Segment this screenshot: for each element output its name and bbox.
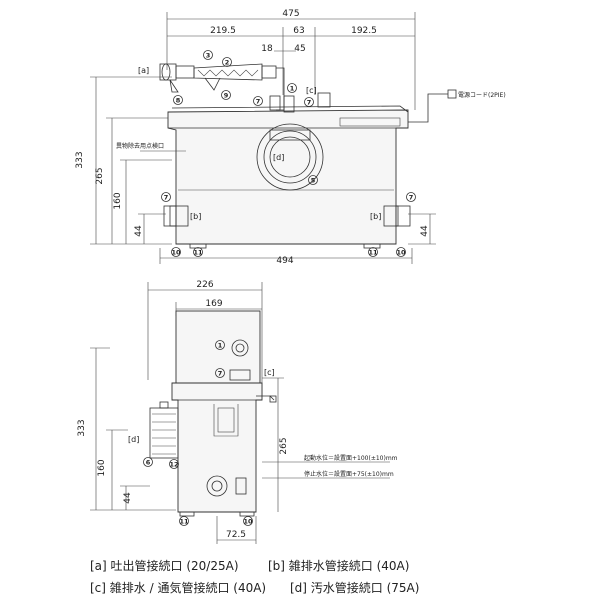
start-water-level: 起動水位＝設置面+100(±10)mm	[304, 454, 398, 462]
marker-7-left: 7	[164, 194, 169, 202]
legend-c: [c] 雑排水 / 通気管接続口 (40A)	[90, 580, 266, 595]
dim-45: 45	[294, 44, 305, 54]
bellows-d	[149, 407, 179, 459]
inlet-d-outer	[256, 123, 324, 191]
side-dim-265: 265	[279, 437, 289, 454]
dim-219-5: 219.5	[210, 26, 236, 36]
legend-a: [a] 吐出管接続口 (20/25A)	[90, 558, 239, 573]
dim-44-right: 44	[420, 225, 430, 237]
label-d: [d]	[273, 153, 284, 162]
side-dim-333: 333	[77, 419, 87, 436]
dim-63: 63	[293, 26, 304, 36]
legend-b: [b] 雑排水管接続口 (40A)	[268, 558, 409, 573]
dim-192-5: 192.5	[351, 26, 377, 36]
dim-160: 160	[113, 192, 123, 209]
side-marker-11: 11	[179, 518, 189, 526]
marker-2: 2	[225, 59, 230, 67]
dim-18: 18	[261, 44, 273, 54]
marker-11-right: 11	[368, 249, 378, 257]
inspection-port-label: 異物除去用点検口	[116, 142, 164, 150]
side-marker-1: 1	[218, 342, 223, 350]
marker-7-b: 7	[307, 99, 312, 107]
dim-494: 494	[276, 256, 293, 266]
side-dim-160: 160	[97, 459, 107, 476]
stop-water-level: 停止水位＝設置面+75(±10)mm	[304, 470, 394, 478]
label-a: [a]	[138, 66, 149, 75]
discharge-hose	[193, 63, 263, 81]
marker-10-right: 10	[396, 249, 406, 257]
side-marker-6: 6	[146, 459, 151, 467]
side-label-c: [c]	[264, 368, 275, 377]
dim-333: 333	[75, 151, 85, 168]
marker-9: 9	[224, 92, 229, 100]
side-markers: 1 7 6 12 11 10	[143, 340, 253, 526]
power-cord-label: 電源コード(2PIE)	[458, 91, 506, 99]
marker-3: 3	[206, 52, 211, 60]
marker-8: 8	[176, 97, 181, 105]
dim-169: 169	[205, 299, 222, 309]
marker-1: 1	[290, 85, 295, 93]
label-b-left: [b]	[190, 212, 201, 221]
dim-44-left: 44	[134, 225, 144, 237]
side-view: 226 169 41 333 160 44 265 起動水位＝設置面+100(±…	[77, 280, 398, 544]
marker-11-left: 11	[193, 249, 203, 257]
marker-10-left: 10	[171, 249, 181, 257]
front-markers: 3 2 8 9 7 1 7 5 7 7 10 11 11 10	[161, 50, 416, 257]
dim-475: 475	[282, 9, 299, 19]
dim-226: 226	[196, 280, 213, 290]
label-b-right: [b]	[370, 212, 381, 221]
label-c: [c]	[306, 86, 317, 95]
front-view: 475 219.5 63 192.5 18 45 333 265 160 44 …	[75, 9, 506, 266]
legend-d: [d] 汚水管接続口 (75A)	[290, 580, 419, 595]
marker-5: 5	[311, 177, 316, 185]
side-label-d: [d]	[128, 435, 139, 444]
side-marker-10: 10	[243, 518, 253, 526]
marker-7-a: 7	[256, 98, 261, 106]
power-cord-line	[408, 93, 448, 123]
dim-265: 265	[95, 167, 105, 184]
marker-7-right: 7	[409, 194, 414, 202]
dim-72-5: 72.5	[226, 530, 246, 540]
pump-motor-side	[175, 310, 261, 384]
legend: [a] 吐出管接続口 (20/25A) [b] 雑排水管接続口 (40A) [c…	[90, 558, 419, 595]
side-marker-7: 7	[218, 370, 223, 378]
side-dim-44: 44	[123, 492, 133, 504]
side-marker-12: 12	[169, 461, 178, 469]
pump-tank-side	[171, 382, 263, 513]
